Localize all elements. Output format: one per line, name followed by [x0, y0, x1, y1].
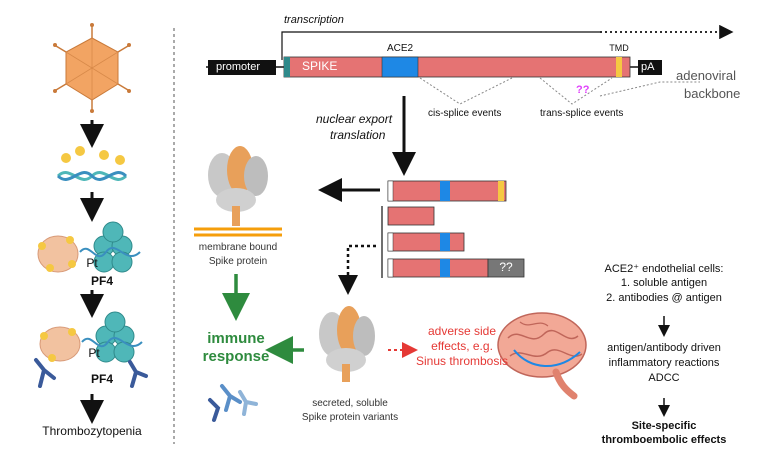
backbone-label: backbone — [684, 86, 741, 101]
secreted-label: secreted, soluble — [312, 398, 388, 409]
secreted-spike-protein-icon — [319, 306, 375, 382]
adverse-label: adverse side — [427, 324, 497, 338]
cis-splice-lines — [419, 77, 513, 105]
pt-label-2: Pt — [88, 346, 100, 360]
tmd-label: TMD — [609, 43, 629, 53]
variant-unknown-label: ?? — [499, 260, 513, 274]
trans-splice-lines — [539, 77, 613, 105]
variant-medium — [387, 232, 465, 252]
ace2-domain — [381, 56, 419, 78]
endothelial-title: ACE2⁺ endothelial cells: — [604, 263, 724, 275]
variant-full — [387, 180, 507, 202]
tmd-domain — [616, 57, 622, 77]
promoter-box — [208, 60, 276, 75]
antibodies-icon — [208, 384, 258, 422]
splice-unknown-label: ?? — [576, 84, 590, 96]
pf4-complex-icon — [37, 221, 141, 273]
leader-segment — [284, 57, 290, 77]
promoter-label: promoter — [216, 61, 261, 73]
ace2-label: ACE2 — [386, 43, 414, 54]
antibody-complex-icon — [34, 311, 148, 388]
spike-label: SPIKE — [302, 59, 338, 73]
backbone-splice-line — [599, 81, 700, 97]
brain-icon — [497, 312, 587, 400]
variant-short — [387, 206, 435, 226]
variant-unknown — [387, 258, 525, 278]
reaction-line-1: antigen/antibody driven — [607, 342, 721, 354]
transcription-line — [281, 31, 600, 60]
spike-protein-label: Spike protein — [208, 256, 268, 267]
adenoviral-label: adenoviral — [676, 68, 736, 83]
thrombozytopenia-label: Thrombozytopenia — [42, 424, 142, 438]
adenovirus-icon — [53, 23, 131, 113]
reaction-line-2: inflammatory reactions — [608, 357, 720, 369]
reaction-line-3: ADCC — [648, 372, 680, 384]
pa-label: pA — [641, 61, 655, 73]
immune-label: immune — [207, 330, 265, 347]
translation-label: translation — [330, 128, 386, 142]
endothelial-item-2: 2. antibodies @ antigen — [606, 292, 722, 304]
sinus-thrombosis-label: Sinus thrombosis — [415, 354, 509, 368]
effect-line-2: thromboembolic effects — [601, 434, 727, 446]
effect-line-1: Site-specific — [631, 420, 697, 432]
dna-particles-icon — [56, 146, 128, 181]
endothelial-item-1: 1. soluble antigen — [620, 277, 708, 289]
nuclear-export-label: nuclear export — [316, 112, 393, 126]
pf4-label-2: PF4 — [90, 372, 114, 386]
cis-splice-label: cis-splice events — [428, 108, 502, 119]
effects-label: effects, e.g. — [431, 339, 493, 353]
membrane-spike-protein-icon — [194, 146, 282, 237]
pf4-label-1: PF4 — [90, 274, 114, 288]
membrane-bound-label: membrane bound — [198, 242, 278, 253]
pa-box — [638, 60, 662, 75]
pt-label-1: Pt — [86, 256, 98, 270]
variants-label: Spike protein variants — [301, 412, 399, 423]
transcription-label: transcription — [284, 14, 344, 26]
arrow-to-secreted — [338, 244, 376, 295]
trans-splice-label: trans-splice events — [540, 108, 624, 119]
response-label: response — [202, 348, 270, 365]
